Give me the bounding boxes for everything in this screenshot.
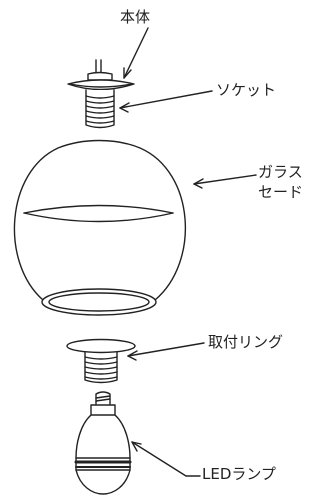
leader-lines <box>119 27 257 477</box>
body-part <box>67 59 135 91</box>
mounting-ring-leader-line <box>127 342 205 357</box>
led-lamp-part <box>74 391 132 495</box>
mounting-ring-part <box>66 338 136 384</box>
socket-leader-line <box>119 90 213 109</box>
mounting-ring-arrow-head <box>127 350 138 361</box>
body-label: 本体 <box>120 8 151 26</box>
glass-shade-part <box>13 139 187 316</box>
body-arrow-head <box>123 67 132 79</box>
glass-shade-leader-line <box>193 174 257 185</box>
mounting-ring-label: 取付リング <box>208 333 284 351</box>
socket-part <box>85 89 115 129</box>
led-lamp-leader-line <box>131 441 201 477</box>
glass-shade-arrow-head <box>193 178 204 189</box>
body-leader-line <box>123 27 149 79</box>
glass-shade-label-line2: セード <box>258 183 304 201</box>
led-lamp-arrow-head <box>131 441 142 452</box>
socket-arrow-head <box>119 102 130 113</box>
led-lamp-label: LEDランプ <box>202 465 276 483</box>
glass-shade-label-line1: ガラス <box>258 163 303 181</box>
socket-label: ソケット <box>216 81 277 99</box>
